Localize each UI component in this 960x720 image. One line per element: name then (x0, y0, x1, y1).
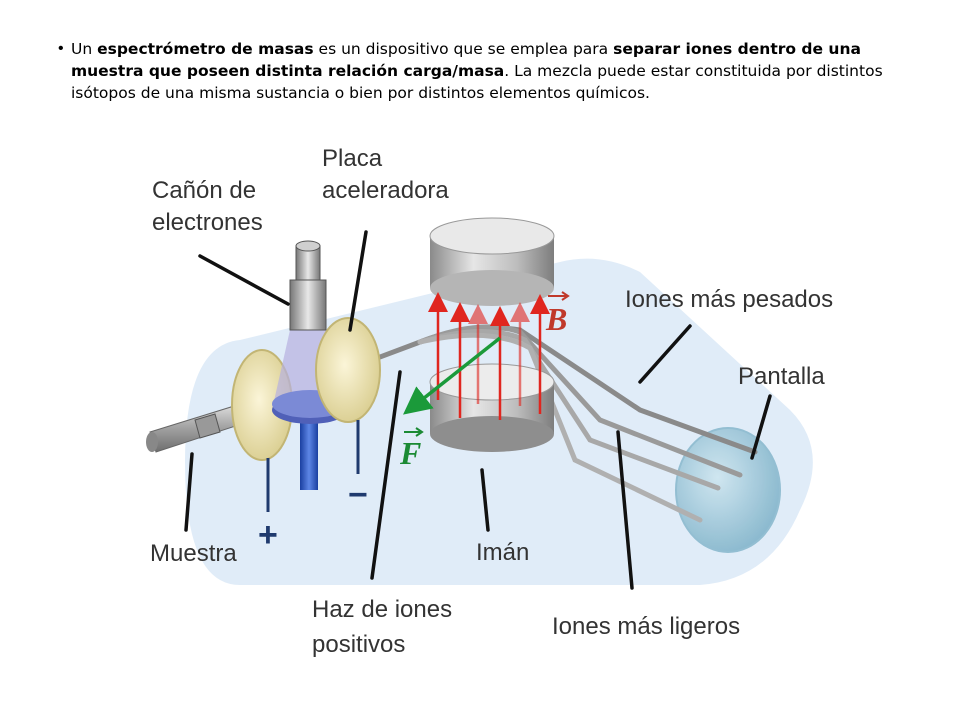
field-symbol-b: B (545, 291, 570, 337)
leader-lines (184, 230, 772, 590)
bullet-dot: • (58, 40, 64, 57)
force-arrow (403, 336, 502, 415)
label-screen: Pantalla (738, 363, 825, 390)
label-accelerating-plate-line1: Placa (322, 145, 383, 172)
text-part-1: Un (70, 40, 98, 58)
paragraph-text: Un espectrómetro de masas es un disposit… (71, 38, 908, 104)
label-sample: Muestra (150, 540, 237, 567)
label-lighter-ions: Iones más ligeros (552, 613, 740, 640)
force-symbol-f: F (399, 427, 424, 471)
label-magnet: Imán (476, 539, 529, 566)
force-symbol-f-text: F (399, 435, 421, 471)
label-ion-beam-line1: Haz de iones (312, 596, 452, 623)
text-part-3: . La mezcla puede estar constituida por … (70, 62, 883, 102)
text-part-2: es un dispositivo que se emplea para (313, 40, 614, 58)
label-ion-beam-line2: positivos (312, 631, 405, 658)
magnetic-field-arrows (428, 292, 550, 420)
minus-sign: − (348, 476, 368, 514)
plus-sign: + (258, 516, 278, 554)
label-electron-gun-line2: electrones (152, 209, 263, 236)
term-separate-ions: separar iones dentro de una muestra que … (70, 40, 861, 80)
right-plate (315, 317, 381, 423)
bullet-paragraph: • Un espectrómetro de masas es un dispos… (58, 38, 908, 104)
field-symbol-b-text: B (545, 301, 567, 337)
magnet-top-pole (429, 217, 555, 306)
label-heavier-ions: Iones más pesados (625, 286, 833, 313)
label-accelerating-plate-line2: aceleradora (322, 177, 449, 204)
term-mass-spectrometer: espectrómetro de masas (97, 40, 314, 58)
screen-disc (675, 427, 781, 553)
label-electron-gun-line1: Cañón de (152, 177, 256, 204)
